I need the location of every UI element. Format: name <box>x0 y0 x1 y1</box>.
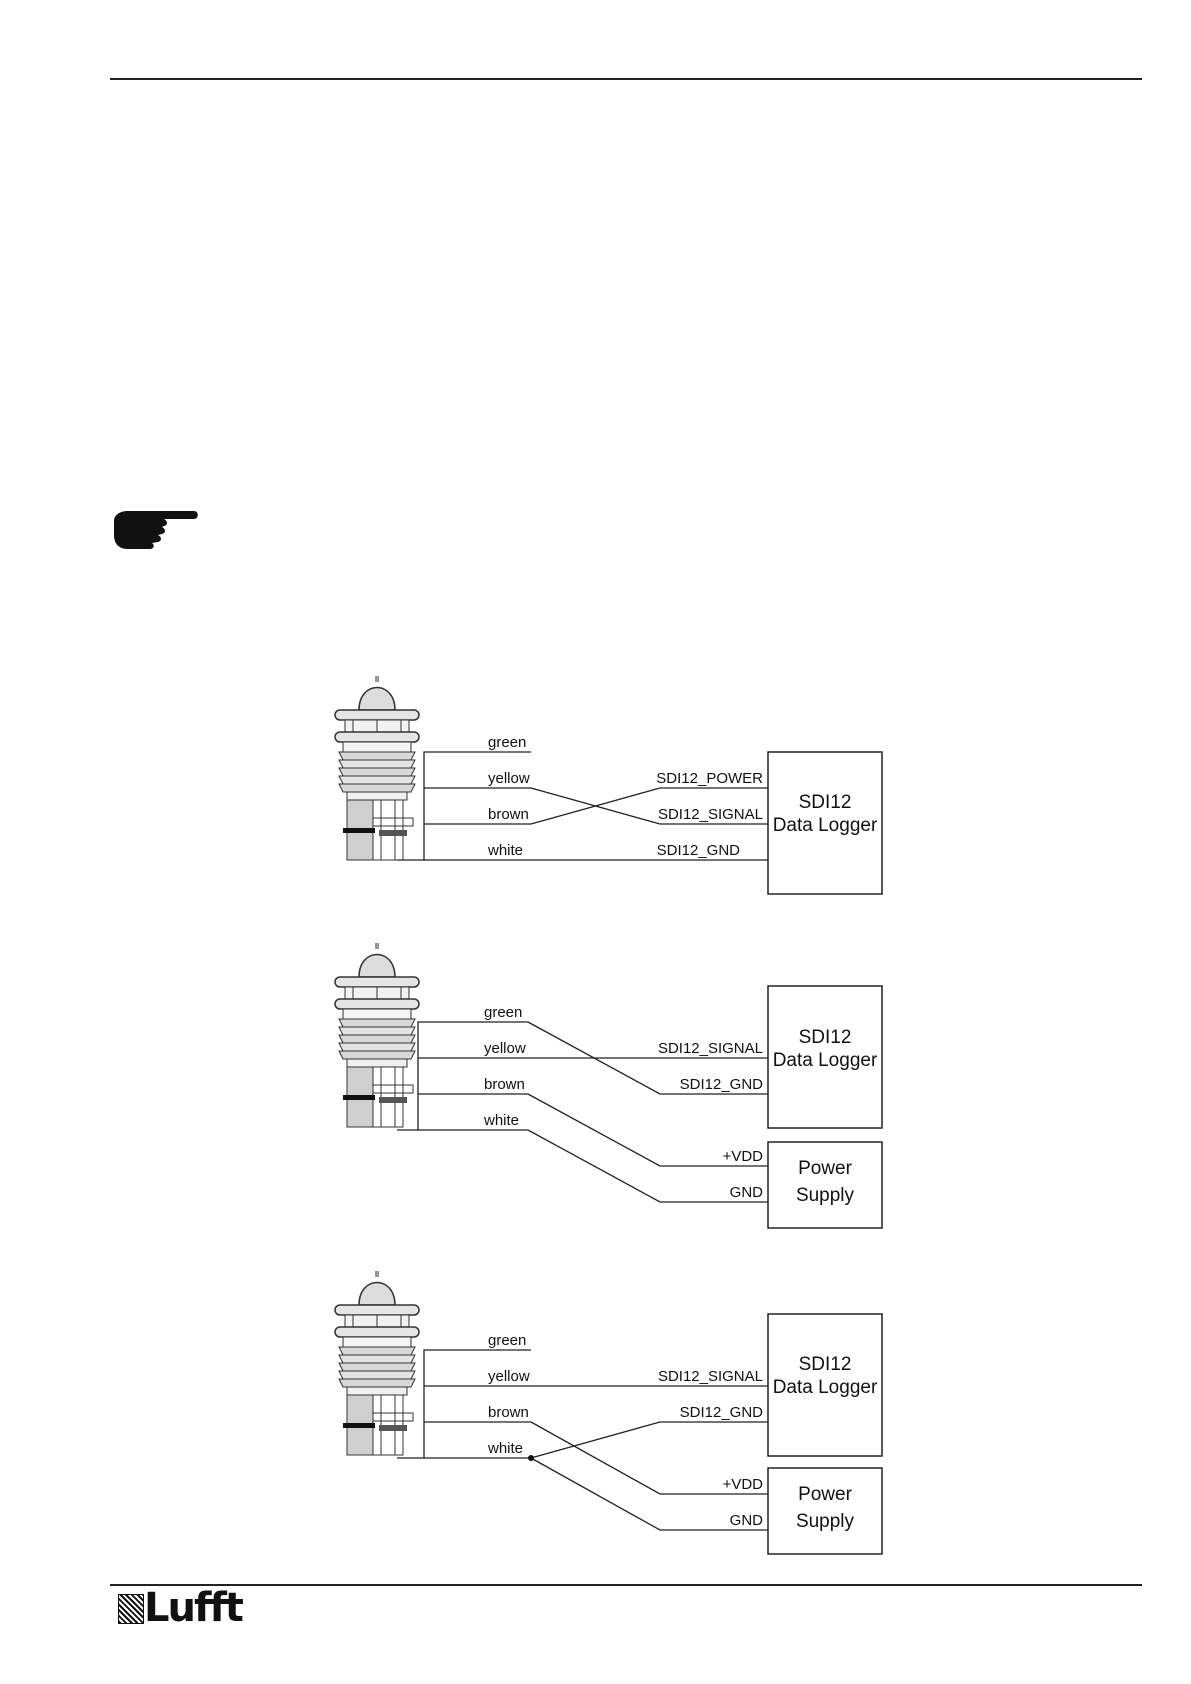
logger-subtitle: Data Logger <box>773 815 878 836</box>
wire-yellow-label: yellow <box>484 1040 526 1057</box>
wire-brown-label: brown <box>488 1404 529 1421</box>
pin-sdi12-gnd: SDI12_GND <box>680 1076 764 1093</box>
logger-title: SDI12 <box>799 1027 852 1048</box>
pin-sdi12-gnd: SDI12_GND <box>657 842 741 859</box>
pin-sdi12-signal: SDI12_SIGNAL <box>658 1040 763 1057</box>
pin-sdi12-signal: SDI12_SIGNAL <box>658 1368 763 1385</box>
lufft-logo: Lufft <box>118 1588 228 1630</box>
wire-green-label: green <box>484 1004 522 1021</box>
wire-green-label: green <box>488 1332 526 1349</box>
pin-sdi12-signal: SDI12_SIGNAL <box>658 806 763 823</box>
wire-yellow-label: yellow <box>488 770 530 787</box>
supply-title: Power <box>798 1158 853 1179</box>
wire-white-label: white <box>487 1440 523 1457</box>
pin-gnd: GND <box>730 1184 764 1201</box>
logger-title: SDI12 <box>799 1354 852 1375</box>
pin-gnd: GND <box>730 1512 764 1529</box>
wire-brown-label: brown <box>484 1076 525 1093</box>
pin-sdi12-power: SDI12_POWER <box>656 770 763 787</box>
logger-title: SDI12 <box>799 792 852 813</box>
logger-subtitle: Data Logger <box>773 1050 878 1071</box>
wire-white-label: white <box>487 842 523 859</box>
footer-rule <box>110 1584 1142 1586</box>
pin-sdi12-gnd: SDI12_GND <box>680 1404 764 1421</box>
lufft-logo-mark <box>118 1594 144 1624</box>
lufft-logo-text: Lufft <box>144 1584 242 1632</box>
pin-vdd: +VDD <box>723 1476 764 1493</box>
pin-vdd: +VDD <box>723 1148 764 1165</box>
supply-subtitle: Supply <box>796 1511 855 1532</box>
wire-white-label: white <box>483 1112 519 1129</box>
wire-brown-label: brown <box>488 806 529 823</box>
supply-subtitle: Supply <box>796 1185 855 1206</box>
wire-green-label: green <box>488 734 526 751</box>
logger-subtitle: Data Logger <box>773 1377 878 1398</box>
supply-title: Power <box>798 1484 853 1505</box>
wire-yellow-label: yellow <box>488 1368 530 1385</box>
